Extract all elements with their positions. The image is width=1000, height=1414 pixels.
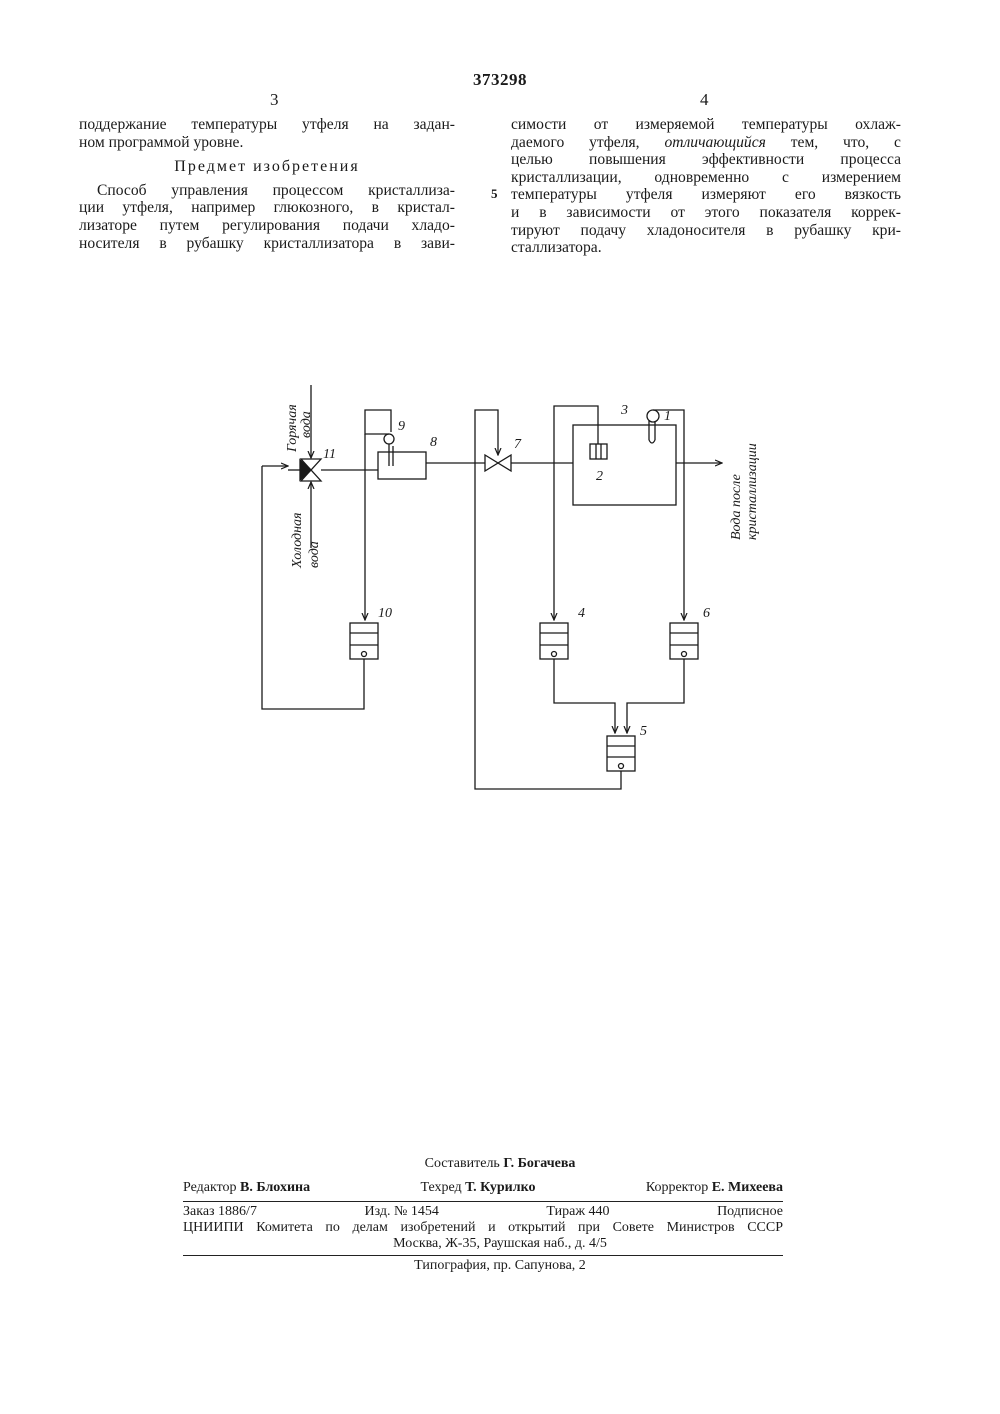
- label-9: 9: [398, 419, 405, 434]
- crystallizer-3: [573, 425, 676, 505]
- address-line: Москва, Ж-35, Раушская наб., д. 4/5: [0, 1236, 1000, 1252]
- techred: Техред Т. Курилко: [420, 1180, 535, 1196]
- text-line: сталлизатора.: [511, 239, 901, 257]
- italic-term: отличающийся: [664, 134, 765, 151]
- compiler-name: Г. Богачева: [503, 1156, 575, 1171]
- text-line: Способ управления процессом кристаллиза-: [79, 182, 455, 200]
- order-line: Заказ 1886/7 Изд. № 1454 Тираж 440 Подпи…: [183, 1204, 783, 1220]
- label-10: 10: [378, 606, 392, 621]
- right-column-number: 4: [700, 90, 709, 110]
- left-text-column: поддержание температуры утфеля на задан-…: [79, 116, 455, 252]
- org-line: ЦНИИПИ Комитета по делам изобретений и о…: [183, 1220, 783, 1236]
- text-line: ции утфеля, например глюкозного, в крист…: [79, 199, 455, 217]
- label-6: 6: [703, 606, 710, 621]
- order: Заказ 1886/7: [183, 1204, 257, 1220]
- label-11: 11: [323, 447, 336, 462]
- cold-water-label-2: вода: [307, 541, 322, 568]
- editor: Редактор В. Блохина: [183, 1180, 310, 1196]
- output-water-label-2: кристаллизации: [745, 443, 760, 540]
- output-water-label-1: Вода после: [729, 474, 744, 540]
- techred-name: Т. Курилко: [465, 1180, 535, 1195]
- cold-water-label-1: Холодная: [290, 512, 305, 569]
- editor-label: Редактор: [183, 1180, 237, 1195]
- label-5: 5: [640, 724, 647, 739]
- controller-5: [607, 736, 635, 771]
- compiler-label: Составитель: [425, 1156, 500, 1171]
- text-fragment: тем, что, с: [766, 134, 901, 151]
- corrector-label: Корректор: [646, 1180, 708, 1195]
- text-line: поддержание температуры утфеля на задан-: [79, 116, 455, 134]
- claims-heading: Предмет изобретения: [79, 158, 455, 176]
- control-valve-7: [485, 455, 511, 471]
- controller-6: [670, 623, 698, 659]
- hot-water-label-2: вода: [299, 411, 314, 438]
- text-line: симости от измеряемой температуры охлаж-: [511, 116, 901, 134]
- text-line: носителя в рубашку кристаллизатора в зав…: [79, 235, 455, 253]
- right-text-column: симости от измеряемой температуры охлаж-…: [511, 116, 901, 257]
- left-column-number: 3: [270, 90, 279, 110]
- heat-exchanger-8: [378, 452, 426, 479]
- process-diagram: Горячая вода Холодная вода Вода после кр…: [230, 385, 790, 805]
- subscription: Подписное: [717, 1204, 783, 1220]
- text-line: тируют подачу хладоносителя в рубашку кр…: [511, 222, 901, 240]
- text-line-with-italic: даемого утфеля, отличающийся тем, что, с: [511, 134, 901, 152]
- text-line: лизаторе путем регулирования подачи хлад…: [79, 217, 455, 235]
- label-2: 2: [596, 469, 603, 484]
- techred-label: Техред: [420, 1180, 461, 1195]
- editor-name: В. Блохина: [240, 1180, 310, 1195]
- controller-4: [540, 623, 568, 659]
- text-line: целью повышения эффективности процесса: [511, 151, 901, 169]
- temperature-sensor-1: [647, 410, 659, 443]
- label-7: 7: [514, 437, 522, 452]
- compiler-line: Составитель Г. Богачева: [0, 1156, 1000, 1172]
- corrector-name: Е. Михеева: [712, 1180, 783, 1195]
- circulation: Тираж 440: [546, 1204, 609, 1220]
- text-fragment: даемого утфеля,: [511, 134, 664, 151]
- controller-10: [350, 623, 378, 659]
- editors-line: Редактор В. Блохина Техред Т. Курилко Ко…: [183, 1180, 783, 1196]
- edition: Изд. № 1454: [365, 1204, 439, 1220]
- three-way-valve-11: [288, 459, 321, 481]
- hot-water-label-1: Горячая: [285, 404, 300, 453]
- label-4: 4: [578, 606, 585, 621]
- footer-divider-bottom: [183, 1255, 783, 1256]
- patent-number: 373298: [0, 70, 1000, 90]
- label-1: 1: [664, 409, 671, 424]
- text-line: ном программой уровне.: [79, 134, 455, 152]
- label-3: 3: [620, 403, 628, 418]
- margin-line-number: 5: [491, 186, 498, 202]
- viscosity-sensor-2: [590, 444, 607, 459]
- printer-line: Типография, пр. Сапунова, 2: [0, 1258, 1000, 1274]
- corrector: Корректор Е. Михеева: [646, 1180, 783, 1196]
- temperature-sensor-9: [384, 434, 394, 466]
- text-line: кристаллизации, одновременно с измерение…: [511, 169, 901, 187]
- footer-divider: [183, 1201, 783, 1202]
- text-line: температуры утфеля измеряют его вязкость: [511, 186, 901, 204]
- label-8: 8: [430, 435, 437, 450]
- text-line: и в зависимости от этого показателя корр…: [511, 204, 901, 222]
